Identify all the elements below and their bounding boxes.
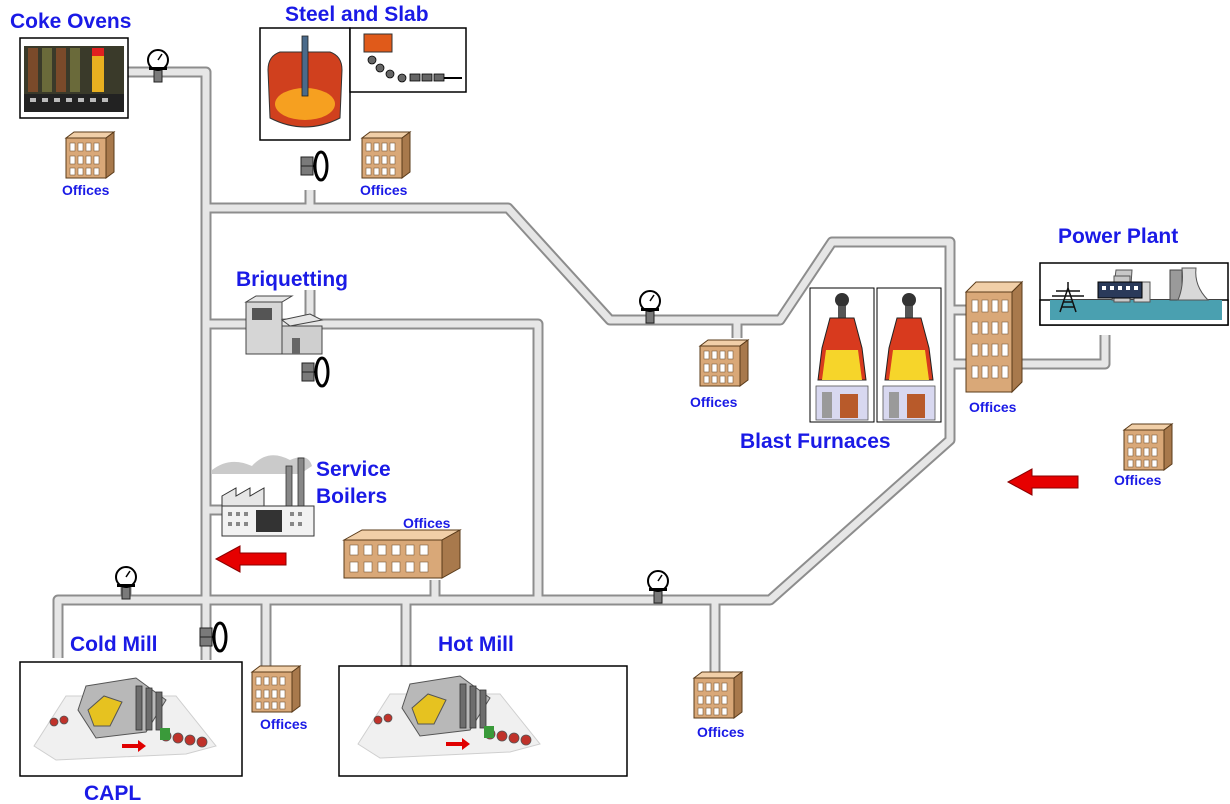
briquetting-node: Briquetting [236, 268, 348, 388]
steel-and-slab-label: Steel and Slab [285, 3, 429, 26]
offices-label: Offices [62, 182, 110, 198]
blast-furnace-icon [809, 287, 875, 423]
office-building-icon [251, 665, 301, 713]
service-boilers-label: Boilers [316, 485, 387, 508]
steel-and-slab-node: Steel and Slab Offices [259, 3, 467, 198]
offices-label: Offices [690, 394, 738, 410]
pressure-gauge-icon [115, 566, 137, 600]
coke-ovens-label: Coke Ovens [10, 10, 131, 33]
office-node: Offices [964, 280, 1024, 415]
steam-pipe-network [52, 66, 1111, 672]
offices-label: Offices [260, 716, 308, 732]
steel-slab-icon [259, 27, 467, 141]
power-plant-icon [1039, 262, 1229, 326]
office-building-icon [342, 529, 462, 579]
flow-direction-arrow-icon [215, 545, 287, 573]
flow-meter-icon [299, 150, 329, 182]
coke-ovens-node: Coke Ovens Offices [10, 10, 169, 198]
office-building-icon [693, 671, 743, 719]
office-node: Offices [639, 290, 749, 410]
offices-label: Offices [360, 182, 408, 198]
power-plant-label: Power Plant [1058, 225, 1178, 248]
blast-furnace-icon [876, 287, 942, 423]
office-building-icon [361, 131, 411, 179]
briquetting-label: Briquetting [236, 268, 348, 291]
offices-label: Offices [969, 399, 1017, 415]
office-node: Offices [342, 515, 462, 579]
briquetting-building-icon [244, 295, 324, 355]
service-boilers-node: Service Boilers [212, 455, 391, 573]
service-boilers-factory-icon [212, 455, 315, 537]
hot-mill-node: Hot Mill [338, 633, 628, 777]
flow-meter-icon [300, 356, 330, 388]
capl-label: CAPL [84, 782, 141, 804]
office-building-icon [699, 339, 749, 387]
cold-mill-label: Cold Mill [70, 633, 158, 656]
blast-furnaces-node: Blast Furnaces [740, 287, 942, 453]
offices-label: Offices [403, 515, 451, 531]
power-plant-node: Power Plant Offices [1007, 225, 1229, 496]
hot-mill-label: Hot Mill [438, 633, 514, 656]
coke-ovens-icon [19, 37, 129, 119]
office-building-icon [964, 280, 1024, 394]
service-boilers-label: Service [316, 458, 391, 481]
offices-label: Offices [1114, 472, 1162, 488]
blast-furnaces-label: Blast Furnaces [740, 430, 891, 453]
office-node: Offices [251, 665, 308, 732]
office-node: Offices [647, 570, 745, 740]
cold-mill-node: Cold Mill CAPL [19, 566, 243, 804]
office-building-icon [65, 131, 115, 179]
flow-direction-arrow-icon [1007, 468, 1079, 496]
office-building-icon [1123, 423, 1173, 471]
offices-label: Offices [697, 724, 745, 740]
